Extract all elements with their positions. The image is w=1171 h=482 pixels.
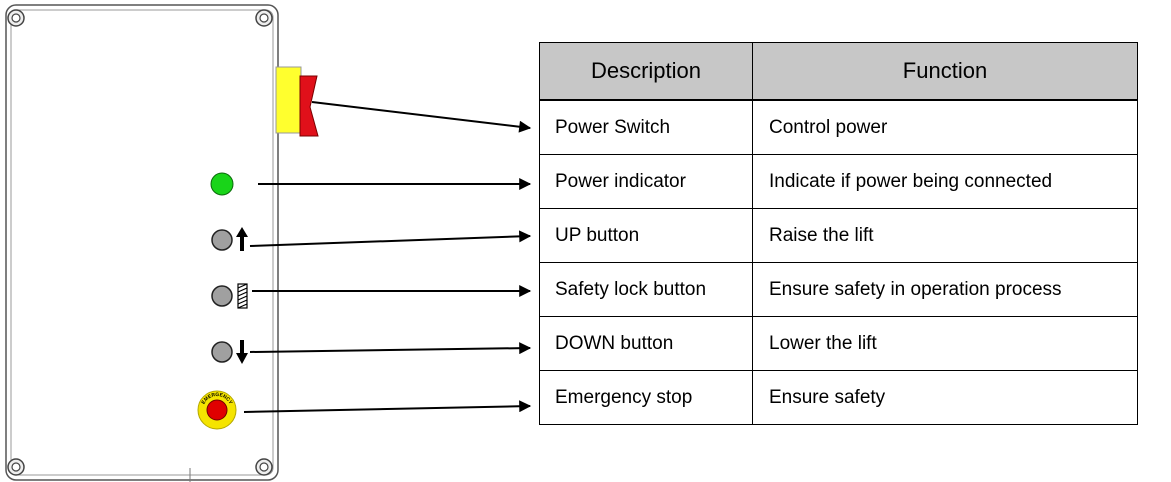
power-switch-icon [275, 66, 319, 137]
description-cell: Power Switch [539, 99, 753, 155]
table-header-row: Description Function [539, 42, 1138, 101]
table-row: DOWN button Lower the lift [539, 316, 1138, 371]
arrow-up-button [249, 230, 532, 247]
safety-lock-button-icon [211, 283, 248, 309]
function-cell: Control power [752, 99, 1138, 155]
table-row: Power Switch Control power [539, 99, 1138, 155]
arrow-down-button [249, 342, 532, 355]
screw-icon [7, 9, 25, 27]
function-cell: Indicate if power being connected [752, 154, 1138, 209]
table-row: Emergency stop Ensure safety [539, 370, 1138, 425]
description-cell: DOWN button [539, 316, 753, 371]
table-row: Power indicator Indicate if power being … [539, 154, 1138, 209]
description-cell: Safety lock button [539, 262, 753, 317]
arrow-emergency-stop [243, 400, 532, 413]
header-function: Function [752, 42, 1138, 101]
control-box [5, 4, 279, 482]
power-indicator-icon [210, 172, 234, 196]
down-button-icon [211, 340, 248, 364]
description-cell: UP button [539, 208, 753, 263]
function-cell: Lower the lift [752, 316, 1138, 371]
header-description: Description [539, 42, 753, 101]
up-button-icon [211, 227, 248, 251]
arrow-power-switch [311, 101, 532, 133]
table-row: Safety lock button Ensure safety in oper… [539, 262, 1138, 317]
screw-icon [255, 9, 273, 27]
function-cell: Raise the lift [752, 208, 1138, 263]
description-cell: Power indicator [539, 154, 753, 209]
table-row: UP button Raise the lift [539, 208, 1138, 263]
emergency-stop-icon: EMERGENCY [197, 390, 237, 430]
screw-icon [255, 458, 273, 476]
screw-icon [7, 458, 25, 476]
function-cell: Ensure safety [752, 370, 1138, 425]
function-cell: Ensure safety in operation process [752, 262, 1138, 317]
function-table: Description Function Power Switch Contro… [539, 42, 1138, 425]
description-cell: Emergency stop [539, 370, 753, 425]
